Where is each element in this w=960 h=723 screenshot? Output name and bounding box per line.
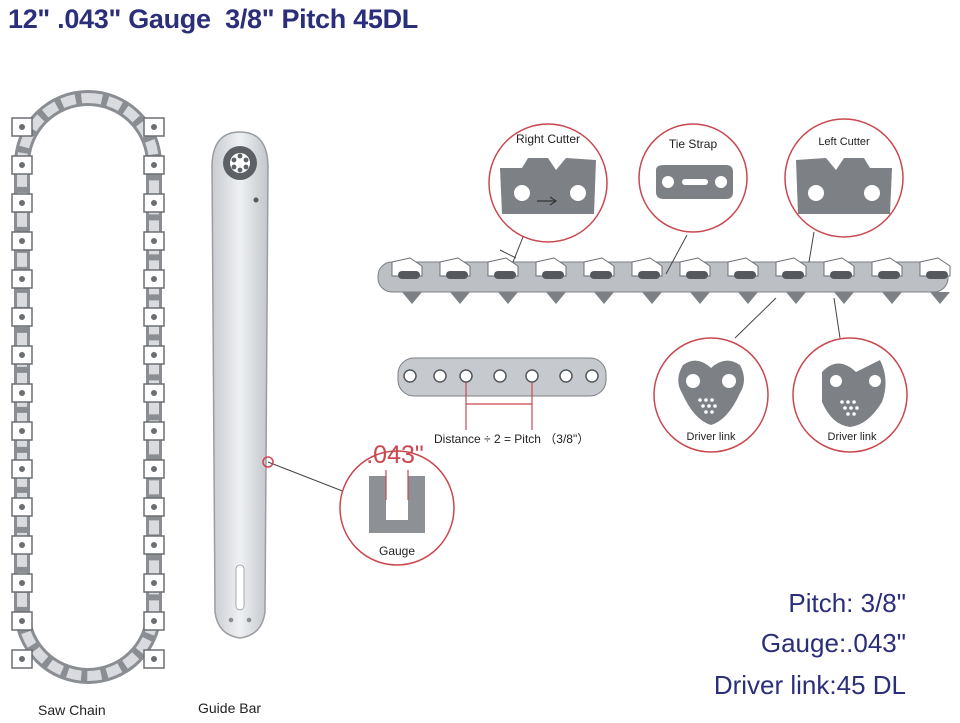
chain-rivet bbox=[151, 428, 157, 434]
chain-rivet bbox=[19, 504, 25, 510]
pitch-formula: Distance ÷ 2 = Pitch （3/8"） bbox=[434, 432, 589, 446]
chain-rivet bbox=[19, 390, 25, 396]
strip-driver bbox=[738, 292, 758, 304]
chain-rivet bbox=[151, 618, 157, 624]
gauge-value: .043" bbox=[366, 441, 424, 469]
chain-rivet bbox=[19, 314, 25, 320]
chain-strip bbox=[377, 257, 951, 304]
tie-strap-label: Tie Strap bbox=[669, 137, 718, 151]
pitch-rivet bbox=[559, 369, 573, 383]
strip-driver bbox=[690, 292, 710, 304]
driver-link-label-2: Driver link bbox=[828, 431, 877, 443]
strip-driver bbox=[930, 292, 950, 304]
chain-rivet bbox=[19, 352, 25, 358]
strip-link bbox=[686, 271, 708, 279]
strip-link bbox=[878, 271, 900, 279]
right-cutter-label: Right Cutter bbox=[516, 132, 580, 146]
strip-link bbox=[590, 271, 612, 279]
strip-driver bbox=[786, 292, 806, 304]
chain-rivet bbox=[19, 124, 25, 130]
chain-rivet bbox=[19, 238, 25, 244]
chain-rivet bbox=[151, 466, 157, 472]
left-cutter-label: Left Cutter bbox=[818, 136, 870, 148]
strip-driver bbox=[834, 292, 854, 304]
right-cutter-callout bbox=[488, 123, 608, 263]
gauge-label: Gauge bbox=[379, 544, 415, 558]
chain-rivet bbox=[151, 656, 157, 662]
chain-rivet bbox=[19, 618, 25, 624]
chain-rivet bbox=[19, 428, 25, 434]
chain-rivet bbox=[151, 276, 157, 282]
pitch-rivet bbox=[493, 369, 507, 383]
guide-bar-label: Guide Bar bbox=[198, 700, 262, 716]
chain-rivet bbox=[151, 542, 157, 548]
strip-link bbox=[638, 271, 660, 279]
pitch-rivet bbox=[459, 369, 473, 383]
pitch-rivet bbox=[585, 369, 599, 383]
chain-rivet bbox=[19, 542, 25, 548]
strip-link bbox=[398, 271, 420, 279]
strip-driver bbox=[642, 292, 662, 304]
spec-gauge: Gauge:.043" bbox=[760, 628, 906, 658]
strip-link bbox=[734, 271, 756, 279]
chain-rivet bbox=[19, 162, 25, 168]
saw-chain-label: Saw Chain bbox=[38, 702, 106, 718]
strip-link bbox=[542, 271, 564, 279]
chain-rivet bbox=[19, 466, 25, 472]
pitch-chain-detail bbox=[397, 357, 607, 430]
chain-rivet bbox=[19, 276, 25, 282]
chain-rivet bbox=[151, 238, 157, 244]
strip-driver bbox=[546, 292, 566, 304]
strip-link bbox=[782, 271, 804, 279]
pitch-rivet bbox=[433, 369, 447, 383]
strip-driver bbox=[402, 292, 422, 304]
chain-rivet bbox=[19, 200, 25, 206]
strip-driver bbox=[450, 292, 470, 304]
saw-chain-loop bbox=[11, 90, 165, 684]
chain-rivet bbox=[151, 352, 157, 358]
chain-rivet bbox=[19, 580, 25, 586]
strip-driver bbox=[594, 292, 614, 304]
chain-rivet bbox=[151, 314, 157, 320]
chain-rivet bbox=[19, 656, 25, 662]
strip-driver bbox=[882, 292, 902, 304]
gauge-callout bbox=[262, 450, 455, 566]
spec-driver-link: Driver link:45 DL bbox=[713, 670, 906, 700]
driver-link-label-1: Driver link bbox=[687, 431, 736, 443]
chain-rivet bbox=[151, 162, 157, 168]
guide-bar-drawing bbox=[211, 131, 269, 639]
strip-link bbox=[446, 271, 468, 279]
chain-rivet bbox=[151, 390, 157, 396]
driver-link-callout-1 bbox=[653, 297, 777, 453]
strip-link bbox=[494, 271, 516, 279]
pitch-rivet bbox=[525, 369, 539, 383]
pitch-rivet bbox=[403, 369, 417, 383]
chain-rivet bbox=[151, 124, 157, 130]
chain-rivet bbox=[151, 504, 157, 510]
strip-link bbox=[830, 271, 852, 279]
tie-strap-callout bbox=[638, 123, 748, 275]
strip-driver bbox=[498, 292, 518, 304]
left-cutter-callout bbox=[784, 118, 904, 263]
strip-link bbox=[926, 271, 948, 279]
chain-rivet bbox=[151, 580, 157, 586]
driver-link-callout-2 bbox=[792, 297, 908, 453]
spec-pitch: Pitch: 3/8" bbox=[788, 588, 906, 618]
page-title: 12" .043" Gauge 3/8" Pitch 45DL bbox=[8, 4, 418, 34]
chain-rivet bbox=[151, 200, 157, 206]
